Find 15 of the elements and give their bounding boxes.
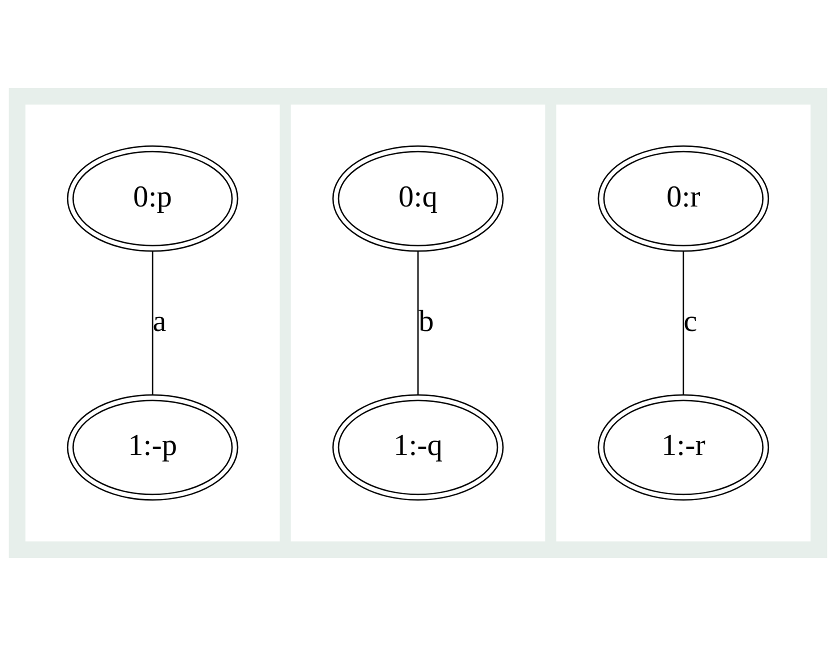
node-ellipse: 1:-p [66, 394, 238, 500]
node-ellipse: 0:q [332, 144, 504, 252]
edge-label: c [684, 303, 698, 338]
cluster [556, 104, 811, 541]
node-ellipse: 0:p [66, 144, 238, 252]
cluster [290, 104, 546, 541]
connector [417, 251, 419, 394]
edge-label: b [418, 303, 434, 338]
cluster [25, 104, 280, 541]
connector [682, 251, 684, 394]
node-ellipse: 1:-q [332, 394, 504, 500]
edge-label: a [152, 303, 166, 338]
node-ellipse: 0:r [598, 144, 770, 252]
connector [152, 251, 154, 394]
node-ellipse: 1:-r [598, 394, 770, 500]
